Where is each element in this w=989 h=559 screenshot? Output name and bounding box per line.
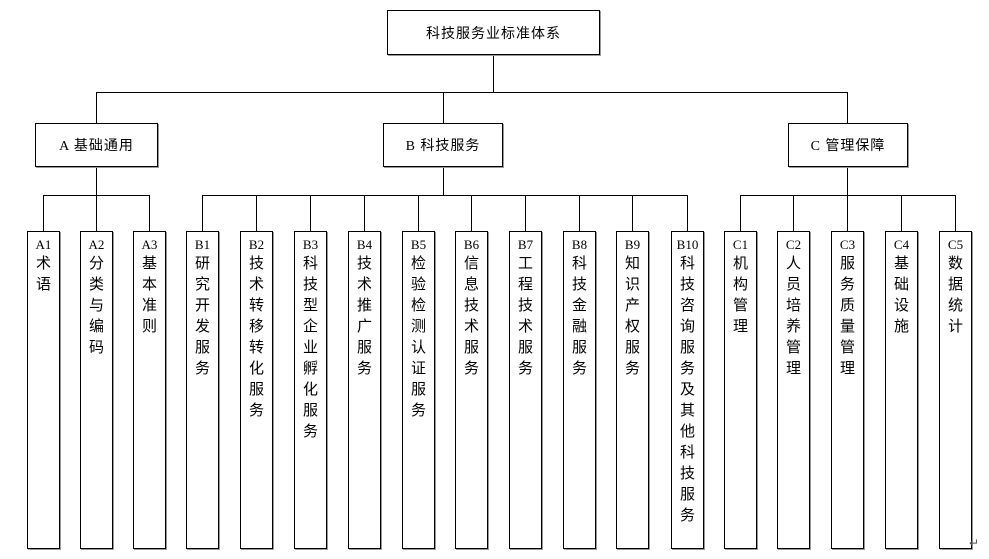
node-leaf-b9: B9 知识产权服务 bbox=[616, 231, 649, 549]
connector-branch-b-drop bbox=[443, 92, 444, 123]
leaf-label: 机构管理 bbox=[732, 256, 748, 335]
node-branch-c: C 管理保障 bbox=[788, 123, 908, 167]
node-leaf-b1: B1 研究开发服务 bbox=[186, 231, 219, 549]
leaf-label: 科技金融服务 bbox=[571, 256, 587, 377]
node-root-label: 科技服务业标准体系 bbox=[426, 26, 561, 42]
connector-leaf-drop-b9 bbox=[632, 195, 633, 231]
leaf-code: C3 bbox=[839, 237, 856, 252]
leaf-code: B4 bbox=[356, 237, 373, 252]
connector-leaf-drop-c2 bbox=[793, 195, 794, 231]
node-leaf-c5: C5 数据统计 bbox=[939, 231, 972, 549]
node-leaf-b3: B3 科技型企业孵化服务 bbox=[294, 231, 327, 549]
leaf-code: C1 bbox=[732, 237, 749, 252]
connector-branch-c-drop bbox=[847, 92, 848, 123]
leaf-code: B9 bbox=[624, 237, 641, 252]
connector-rail-c bbox=[740, 195, 956, 196]
connector-leaf-drop-c1 bbox=[740, 195, 741, 231]
node-leaf-c1: C1 机构管理 bbox=[724, 231, 757, 549]
node-leaf-c2: C2 人员培养管理 bbox=[777, 231, 810, 549]
paragraph-return-icon: ↵ bbox=[969, 536, 980, 550]
connector-branch-a-stem bbox=[96, 167, 97, 195]
leaf-code: B6 bbox=[463, 237, 480, 252]
leaf-label: 信息技术服务 bbox=[463, 256, 479, 377]
leaf-code: B10 bbox=[676, 237, 699, 252]
node-leaf-b10: B10 科技咨询服务及其他科技服务 bbox=[671, 231, 704, 549]
leaf-label: 工程技术服务 bbox=[517, 256, 533, 377]
node-leaf-b7: B7 工程技术服务 bbox=[509, 231, 542, 549]
leaf-code: B7 bbox=[517, 237, 534, 252]
connector-trunk-rail bbox=[96, 92, 848, 93]
connector-leaf-drop-b3 bbox=[310, 195, 311, 231]
node-branch-a: A 基础通用 bbox=[35, 123, 158, 167]
leaf-label: 技术转移转化服务 bbox=[248, 256, 264, 419]
connector-leaf-drop-c4 bbox=[901, 195, 902, 231]
leaf-label: 分类与编码 bbox=[88, 256, 104, 356]
connector-root-drop bbox=[493, 55, 494, 92]
node-leaf-b2: B2 技术转移转化服务 bbox=[240, 231, 273, 549]
connector-leaf-drop-b4 bbox=[364, 195, 365, 231]
leaf-label: 术语 bbox=[35, 256, 51, 293]
leaf-code: B8 bbox=[571, 237, 588, 252]
leaf-label: 知识产权服务 bbox=[624, 256, 640, 377]
connector-branch-a-drop bbox=[96, 92, 97, 123]
connector-leaf-drop-a1 bbox=[43, 195, 44, 231]
connector-leaf-drop-b10 bbox=[687, 195, 688, 231]
leaf-label: 科技型企业孵化服务 bbox=[302, 256, 318, 440]
leaf-label: 基础设施 bbox=[893, 256, 909, 335]
connector-leaf-drop-b2 bbox=[256, 195, 257, 231]
leaf-code: B2 bbox=[248, 237, 265, 252]
node-branch-b: B 科技服务 bbox=[383, 123, 503, 167]
leaf-code: A3 bbox=[141, 237, 158, 252]
node-leaf-b8: B8 科技金融服务 bbox=[563, 231, 596, 549]
connector-leaf-drop-a2 bbox=[96, 195, 97, 231]
leaf-code: A1 bbox=[35, 237, 52, 252]
node-leaf-a1: A1 术语 bbox=[27, 231, 60, 549]
connector-leaf-drop-b6 bbox=[471, 195, 472, 231]
leaf-code: B1 bbox=[194, 237, 211, 252]
connector-leaf-drop-b8 bbox=[579, 195, 580, 231]
node-leaf-b5: B5 检验检测认证服务 bbox=[402, 231, 435, 549]
node-leaf-a3: A3 基本准则 bbox=[133, 231, 166, 549]
node-leaf-b6: B6 信息技术服务 bbox=[455, 231, 488, 549]
leaf-code: B3 bbox=[302, 237, 319, 252]
node-root: 科技服务业标准体系 bbox=[387, 10, 600, 55]
leaf-label: 服务质量管理 bbox=[839, 256, 855, 377]
leaf-label: 检验检测认证服务 bbox=[410, 256, 426, 419]
connector-branch-c-stem bbox=[847, 167, 848, 195]
leaf-code: A2 bbox=[88, 237, 105, 252]
leaf-code: C2 bbox=[785, 237, 802, 252]
node-branch-b-label: B 科技服务 bbox=[405, 139, 481, 154]
leaf-label: 技术推广服务 bbox=[356, 256, 372, 377]
connector-leaf-drop-c5 bbox=[955, 195, 956, 231]
leaf-code: B5 bbox=[410, 237, 427, 252]
node-leaf-a2: A2 分类与编码 bbox=[80, 231, 113, 549]
leaf-label: 基本准则 bbox=[141, 256, 157, 335]
connector-leaf-drop-b7 bbox=[525, 195, 526, 231]
leaf-code: C5 bbox=[947, 237, 964, 252]
leaf-label: 数据统计 bbox=[947, 256, 963, 335]
connector-rail-b bbox=[202, 195, 688, 196]
connector-leaf-drop-b1 bbox=[202, 195, 203, 231]
leaf-label: 研究开发服务 bbox=[194, 256, 210, 377]
connector-leaf-drop-b5 bbox=[418, 195, 419, 231]
node-leaf-c3: C3 服务质量管理 bbox=[831, 231, 864, 549]
node-branch-a-label: A 基础通用 bbox=[59, 139, 134, 154]
leaf-code: C4 bbox=[893, 237, 910, 252]
connector-leaf-drop-c3 bbox=[847, 195, 848, 231]
node-leaf-c4: C4 基础设施 bbox=[885, 231, 918, 549]
leaf-label: 科技咨询服务及其他科技服务 bbox=[679, 256, 695, 524]
node-branch-c-label: C 管理保障 bbox=[810, 139, 886, 154]
leaf-label: 人员培养管理 bbox=[785, 256, 801, 377]
node-leaf-b4: B4 技术推广服务 bbox=[348, 231, 381, 549]
connector-branch-b-stem bbox=[443, 167, 444, 195]
connector-leaf-drop-a3 bbox=[149, 195, 150, 231]
